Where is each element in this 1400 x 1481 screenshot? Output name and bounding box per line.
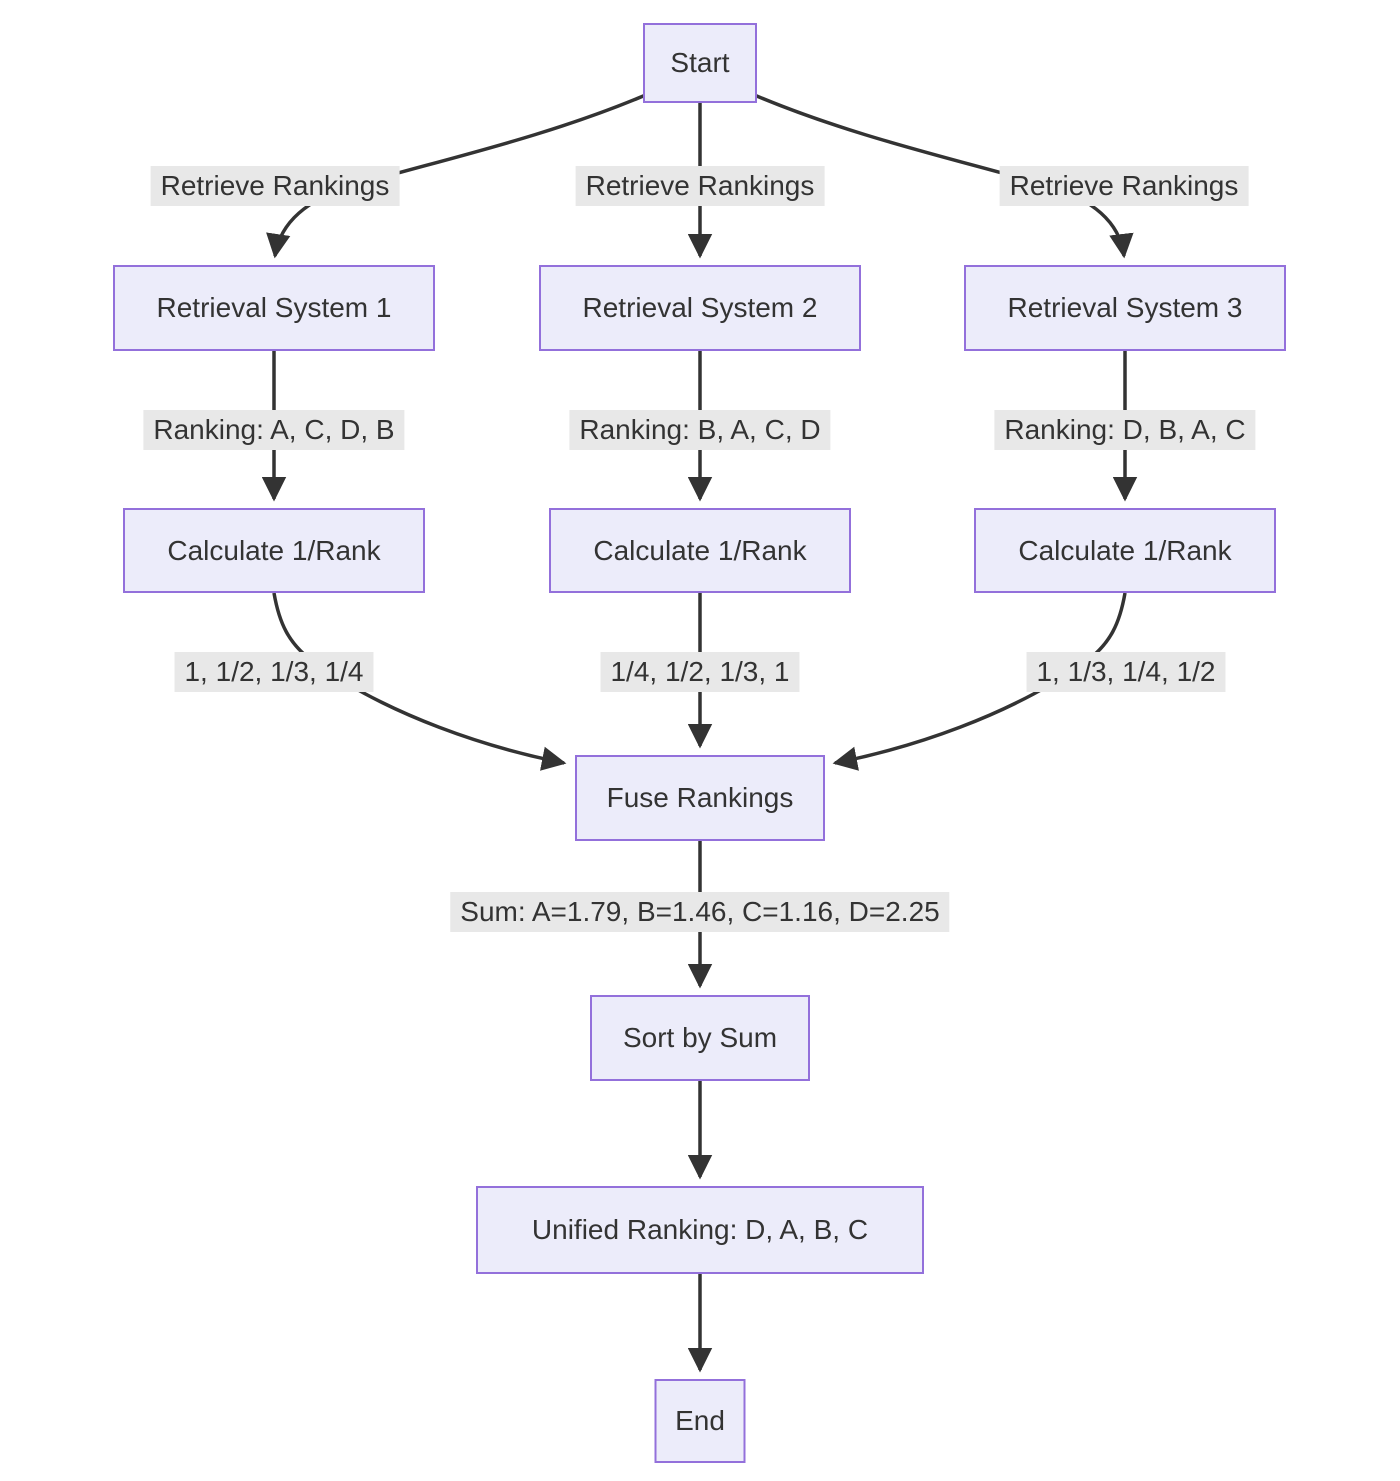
node-fuse-rankings: Fuse Rankings (575, 755, 825, 841)
edge-label-ranking-3: Ranking: D, B, A, C (994, 410, 1256, 450)
node-retrieval-system-1: Retrieval System 1 (113, 265, 435, 351)
node-calculate-rank-1: Calculate 1/Rank (123, 508, 425, 593)
node-retrieval-system-2: Retrieval System 2 (539, 265, 861, 351)
edge-label-ranking-1: Ranking: A, C, D, B (143, 410, 405, 450)
edge-label-retrieve-rankings-2: Retrieve Rankings (575, 166, 825, 206)
edge-label-ranking-2: Ranking: B, A, C, D (569, 410, 831, 450)
edge-label-retrieve-rankings-3: Retrieve Rankings (999, 166, 1249, 206)
node-unified-ranking: Unified Ranking: D, A, B, C (476, 1186, 924, 1274)
edge-label-reciprocal-1: 1, 1/2, 1/3, 1/4 (174, 652, 374, 692)
node-start: Start (643, 23, 757, 103)
node-calculate-rank-3: Calculate 1/Rank (974, 508, 1276, 593)
edge-label-reciprocal-2: 1/4, 1/2, 1/3, 1 (600, 652, 800, 692)
node-retrieval-system-3: Retrieval System 3 (964, 265, 1286, 351)
edge-label-sum: Sum: A=1.79, B=1.46, C=1.16, D=2.25 (450, 892, 950, 932)
node-sort-by-sum: Sort by Sum (590, 995, 810, 1081)
node-end: End (654, 1379, 746, 1463)
edge-label-reciprocal-3: 1, 1/3, 1/4, 1/2 (1026, 652, 1226, 692)
edge-label-retrieve-rankings-1: Retrieve Rankings (150, 166, 400, 206)
node-calculate-rank-2: Calculate 1/Rank (549, 508, 851, 593)
